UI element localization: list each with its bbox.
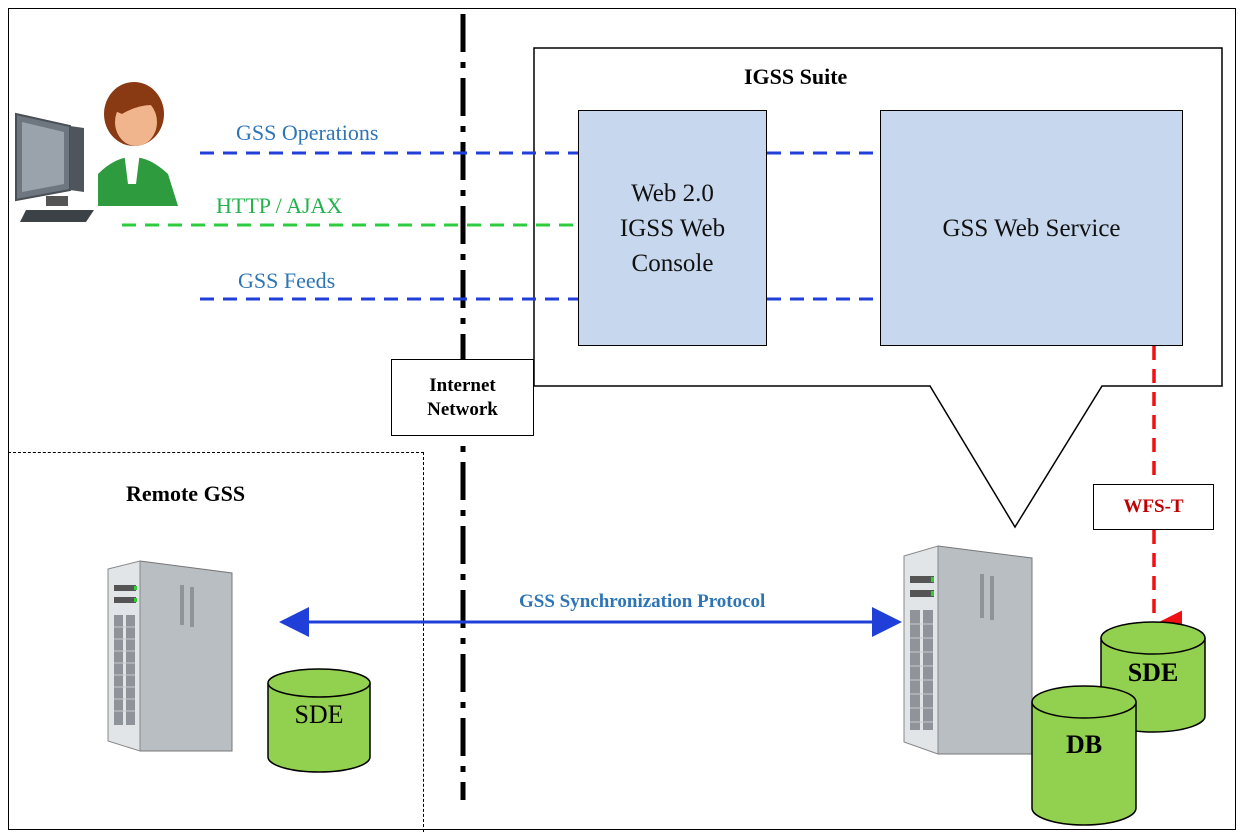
web-console-line-3: Console [631, 249, 714, 277]
web-console-line-2: IGSS Web [619, 214, 726, 242]
sync-protocol-label: GSS Synchronization Protocol [519, 591, 766, 612]
remote-server-tower-icon [107, 560, 233, 752]
igss-suite-title: IGSS Suite [744, 64, 848, 89]
diagram-frame [8, 8, 1236, 830]
local-sde-label: SDE [1127, 658, 1179, 687]
web-console-line-1: Web 2.0 [631, 179, 714, 207]
gss-feeds-label: GSS Feeds [238, 268, 336, 293]
web-service-label: GSS Web Service [942, 214, 1121, 242]
remote-sde-database-icon [267, 668, 371, 773]
user-at-computer-icon [15, 82, 178, 222]
internet-network-box: Internet Network [391, 359, 534, 436]
internet-network-line-1: Internet [429, 374, 496, 396]
remote-gss-title: Remote GSS [126, 481, 246, 506]
gss-operations-label: GSS Operations [236, 120, 379, 145]
wfs-t-label: WFS-T [1123, 496, 1184, 517]
web-console-panel: Web 2.0 IGSS Web Console [578, 110, 767, 346]
local-db-database-icon [1031, 685, 1137, 826]
http-ajax-label: HTTP / AJAX [216, 193, 343, 218]
local-server-tower-icon [903, 545, 1033, 755]
remote-gss-region [8, 452, 424, 832]
wfs-t-badge: WFS-T [1093, 484, 1214, 530]
web-service-panel: GSS Web Service [880, 110, 1183, 346]
remote-sde-label: SDE [294, 700, 344, 729]
local-db-label: DB [1065, 730, 1103, 759]
internet-network-line-2: Network [427, 398, 498, 420]
